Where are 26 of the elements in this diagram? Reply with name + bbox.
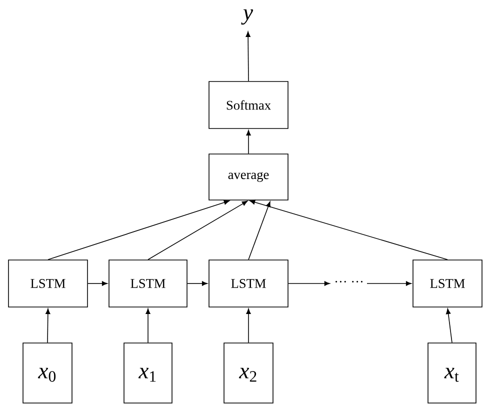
input-box: x$_{t}$	[428, 342, 476, 404]
input-box: x$_{0}$	[22, 342, 72, 404]
arrow	[48, 200, 230, 260]
lstm-box: LSTM	[8, 260, 88, 308]
lstm-box: LSTM	[412, 260, 482, 308]
softmax-box: Softmax	[208, 81, 288, 129]
arrow	[288, 281, 330, 286]
arrow	[446, 308, 452, 344]
arrow	[187, 281, 208, 286]
output-label: y	[241, 9, 254, 25]
arrow	[88, 281, 108, 286]
arrow	[146, 308, 150, 344]
arrow	[248, 201, 271, 260]
arrow	[246, 130, 251, 154]
arrow	[250, 200, 448, 260]
arrow	[46, 308, 50, 344]
average-box: average	[208, 154, 288, 200]
input-box: x$_{1}$	[124, 342, 172, 404]
arrow	[246, 31, 250, 82]
arrow	[148, 200, 248, 260]
arrow	[246, 308, 251, 344]
lstm-box: LSTM	[208, 260, 288, 308]
arrow	[366, 281, 412, 286]
input-box: x$_{2}$	[224, 342, 274, 404]
lstm-box: LSTM	[108, 260, 188, 308]
ellipsis-label: ··· ···	[336, 280, 362, 282]
